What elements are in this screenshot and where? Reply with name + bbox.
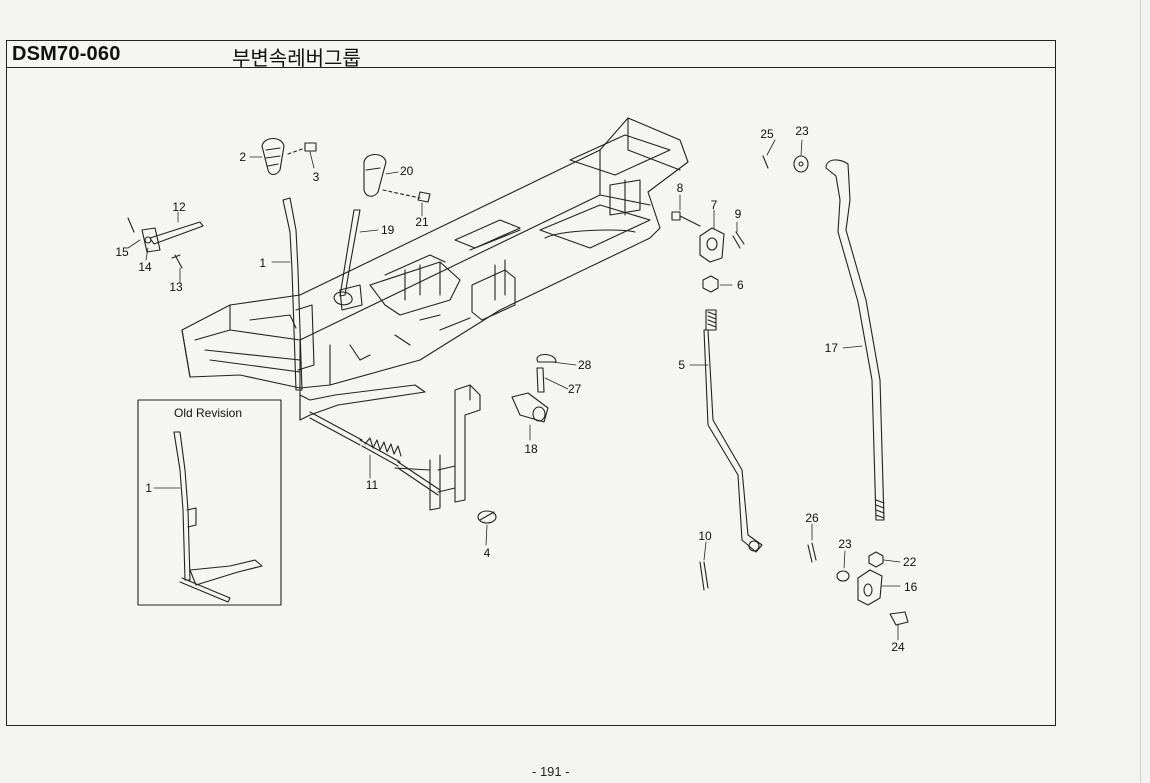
callout-28: 28 (578, 358, 592, 372)
part-21-screw (382, 189, 431, 203)
part-group-title: 부변속레버그룹 (232, 46, 361, 70)
callout-23-bottom: 23 (838, 537, 852, 551)
part-6-nut (702, 275, 719, 293)
part-22-nut (868, 551, 884, 568)
callout-23-top: 23 (795, 124, 809, 138)
part-12-rod (141, 221, 204, 253)
part-17-rod (825, 159, 885, 521)
page-number: - 191 - (532, 764, 570, 779)
title-bar: DSM70-060 부변속레버그룹 (7, 41, 1055, 70)
callout-12: 12 (172, 200, 186, 214)
callout-25: 25 (760, 127, 774, 141)
callout-10: 10 (698, 529, 712, 543)
callout-4: 4 (484, 546, 491, 560)
part-1-shift-lever (282, 197, 426, 421)
diagram-frame: DSM70-060 부변속레버그룹 (6, 40, 1056, 726)
old-revision-lever (173, 431, 263, 603)
part-9-cotter (732, 231, 745, 249)
part-7-clevis (699, 227, 725, 263)
callout-9: 9 (735, 207, 742, 221)
callout-15: 15 (115, 245, 129, 259)
part-25-pin (762, 155, 769, 169)
part-20-knob (363, 153, 387, 197)
callout-1-old-revision: 1 (145, 481, 152, 495)
part-4-clip (477, 510, 497, 524)
part-bracket-vertical (394, 384, 481, 511)
callout-17: 17 (825, 341, 839, 355)
callout-20: 20 (400, 164, 414, 178)
callout-27: 27 (568, 382, 582, 396)
callout-2: 2 (239, 150, 246, 164)
callout-13: 13 (169, 280, 183, 294)
callout-7: 7 (711, 198, 718, 212)
part-26-pin (807, 542, 817, 563)
callout-26: 26 (805, 511, 819, 525)
callout-16: 16 (904, 580, 918, 594)
callout-5: 5 (678, 358, 685, 372)
callout-19: 19 (381, 223, 395, 237)
leader-lines (127, 139, 901, 641)
part-24-pin (889, 611, 909, 626)
part-19-lever (333, 209, 361, 306)
callout-14: 14 (138, 260, 152, 274)
callout-8: 8 (677, 181, 684, 195)
callout-6: 6 (737, 278, 744, 292)
callout-3: 3 (313, 170, 320, 184)
callout-11: 11 (366, 478, 379, 492)
part-8-pin (671, 211, 701, 227)
old-revision-title: Old Revision (174, 406, 242, 420)
part-15-pin (127, 217, 135, 233)
part-23-washer-bottom (836, 570, 850, 582)
part-11-spring-shaft (309, 411, 441, 496)
part-group-code: DSM70-060 (12, 43, 121, 65)
part-14-washer (144, 236, 152, 244)
callout-22: 22 (903, 555, 917, 569)
part-13-bolt (171, 254, 183, 269)
page-edge-shadow (1140, 0, 1141, 783)
callout-24: 24 (891, 640, 905, 654)
part-5-rod (703, 309, 763, 553)
part-3-screw (287, 142, 317, 155)
part-10-pin (699, 561, 709, 591)
part-2-knob (261, 137, 285, 176)
old-revision-inset (137, 399, 282, 606)
part-16-clevis (857, 569, 883, 606)
callout-18: 18 (524, 442, 538, 456)
chassis-frame (181, 117, 689, 389)
callout-numbers: 1 2 3 4 5 6 7 8 9 10 11 12 13 14 15 16 1… (115, 124, 917, 654)
callout-21: 21 (415, 215, 429, 229)
part-27-bolt (536, 367, 545, 393)
part-18-bracket (511, 392, 549, 423)
callout-1: 1 (259, 256, 266, 270)
part-28-knob (536, 353, 557, 363)
part-23-washer-top (793, 155, 809, 173)
